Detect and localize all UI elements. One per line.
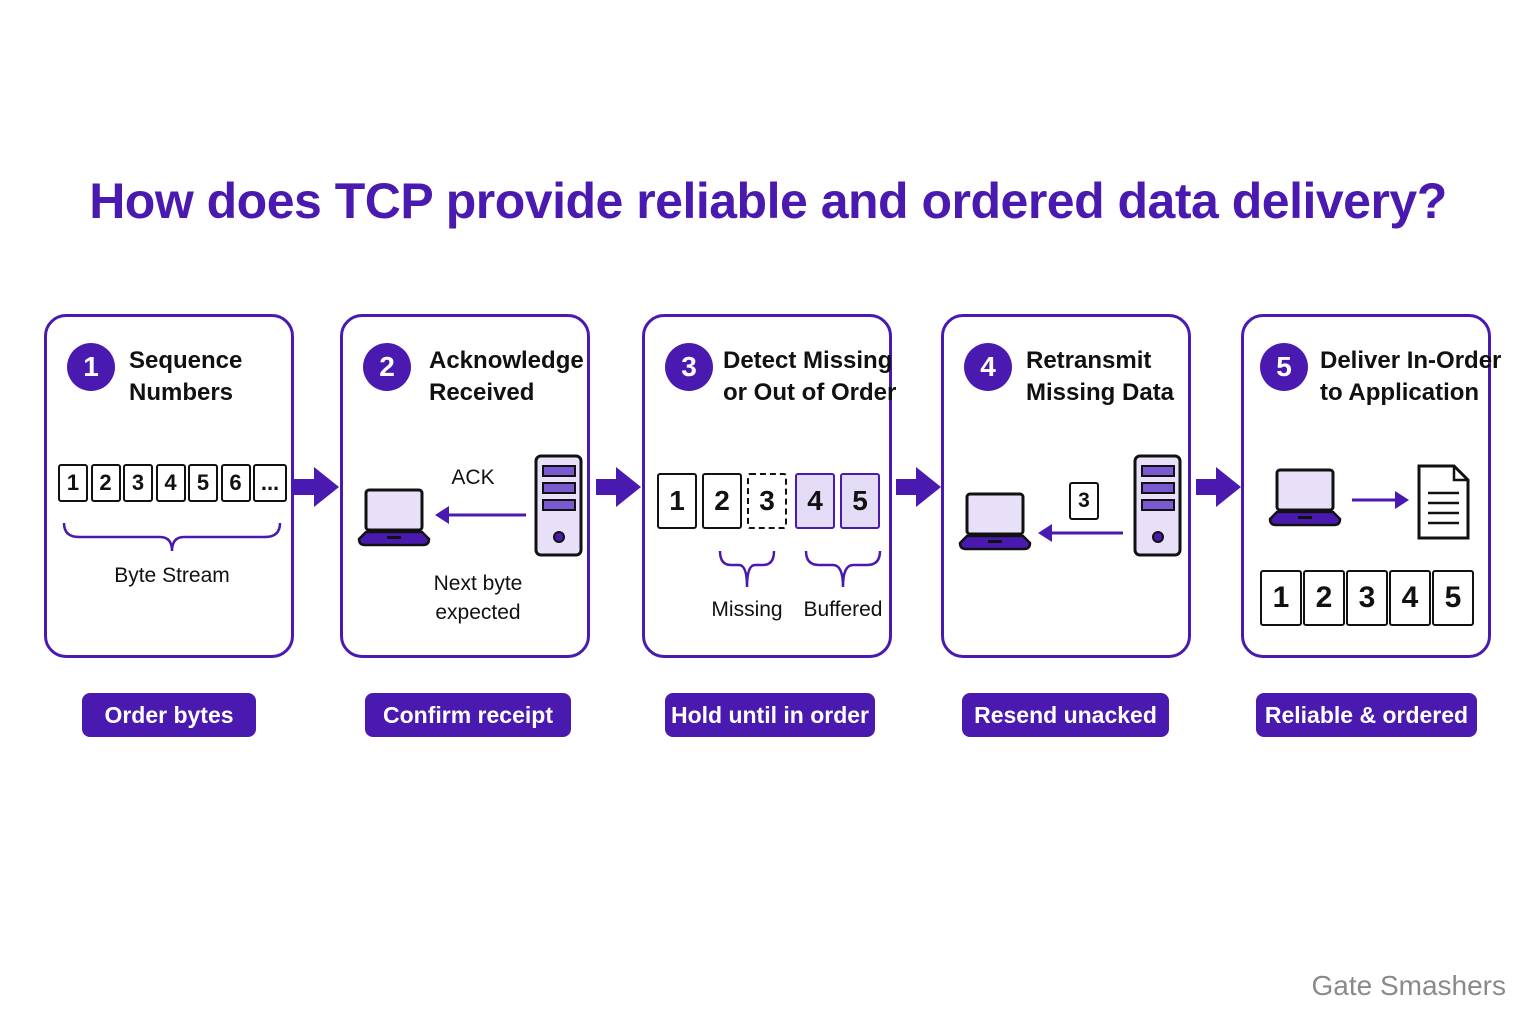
brace-icon bbox=[804, 550, 882, 588]
arrow-icon bbox=[1352, 491, 1409, 509]
step-number-badge: 4 bbox=[964, 343, 1012, 391]
arrow-icon bbox=[435, 506, 526, 524]
byte-cell: 5 bbox=[188, 464, 218, 502]
step-number-badge: 2 bbox=[363, 343, 411, 391]
brace-icon bbox=[718, 550, 776, 588]
document-icon bbox=[1417, 464, 1470, 540]
laptop-icon bbox=[1268, 468, 1342, 527]
summary-pill: Resend unacked bbox=[962, 693, 1169, 737]
brace-icon bbox=[62, 522, 282, 552]
buffered-label: Buffered bbox=[803, 598, 883, 621]
summary-pill: Order bytes bbox=[82, 693, 256, 737]
segment-cells: 1 2 3 4 5 bbox=[657, 473, 885, 529]
segment-cell: 2 bbox=[702, 473, 742, 529]
summary-pill: Confirm receipt bbox=[365, 693, 571, 737]
delivered-cell: 3 bbox=[1346, 570, 1388, 626]
retransmit-packet: 3 bbox=[1069, 482, 1099, 520]
buffered-segment-cell: 5 bbox=[840, 473, 880, 529]
byte-cell: 1 bbox=[58, 464, 88, 502]
arrow-icon bbox=[294, 467, 339, 507]
byte-cell: 6 bbox=[220, 464, 251, 502]
summary-pill: Hold until in order bbox=[665, 693, 875, 737]
step-number-badge: 5 bbox=[1260, 343, 1308, 391]
missing-label: Missing bbox=[711, 598, 783, 621]
arrow-icon bbox=[1196, 467, 1241, 507]
arrow-icon bbox=[1038, 524, 1123, 542]
delivered-cell: 5 bbox=[1432, 570, 1474, 626]
buffered-segment-cell: 4 bbox=[795, 473, 835, 529]
byte-cell: 3 bbox=[123, 464, 153, 502]
laptop-icon bbox=[958, 492, 1032, 551]
byte-stream-label: Byte Stream bbox=[114, 564, 230, 587]
step-number-badge: 1 bbox=[67, 343, 115, 391]
byte-cell: 2 bbox=[90, 464, 121, 502]
delivered-cell: 4 bbox=[1389, 570, 1431, 626]
page-title: How does TCP provide reliable and ordere… bbox=[89, 173, 1447, 229]
step-number-badge: 3 bbox=[665, 343, 713, 391]
summary-pill: Reliable & ordered bbox=[1256, 693, 1477, 737]
arrow-icon bbox=[896, 467, 941, 507]
segment-cell: 1 bbox=[657, 473, 697, 529]
byte-cell: 4 bbox=[155, 464, 186, 502]
laptop-icon bbox=[357, 488, 431, 547]
byte-cell-ellipsis: ... bbox=[253, 464, 287, 502]
missing-segment-cell: 3 bbox=[747, 473, 787, 529]
delivered-cells: 1 2 3 4 5 bbox=[1260, 570, 1475, 626]
server-icon bbox=[534, 454, 583, 557]
delivered-cell: 1 bbox=[1260, 570, 1302, 626]
ack-label: ACK bbox=[451, 466, 495, 489]
delivered-cell: 2 bbox=[1303, 570, 1345, 626]
server-icon bbox=[1133, 454, 1182, 557]
brand-watermark: Gate Smashers bbox=[1311, 970, 1506, 1001]
byte-stream-cells: 1 2 3 4 5 6 ... bbox=[58, 464, 290, 502]
arrow-icon bbox=[596, 467, 641, 507]
